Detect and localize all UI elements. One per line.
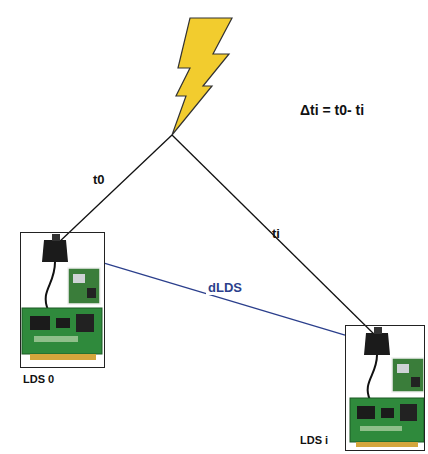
station-box: LDS 0 xyxy=(20,232,105,368)
station-name: LDS i xyxy=(300,434,328,446)
time-label: Δti = t0- ti xyxy=(300,102,364,118)
time-label: t0 xyxy=(93,172,105,187)
signal-path xyxy=(57,135,380,340)
station-box: LDS i xyxy=(345,325,425,451)
time-label: ti xyxy=(272,226,280,241)
station-name: LDS 0 xyxy=(23,373,54,385)
distance-label: dLDS xyxy=(206,280,244,295)
lightning-bolt xyxy=(172,18,232,135)
station-equipment xyxy=(22,234,424,447)
distance-line xyxy=(105,263,345,335)
